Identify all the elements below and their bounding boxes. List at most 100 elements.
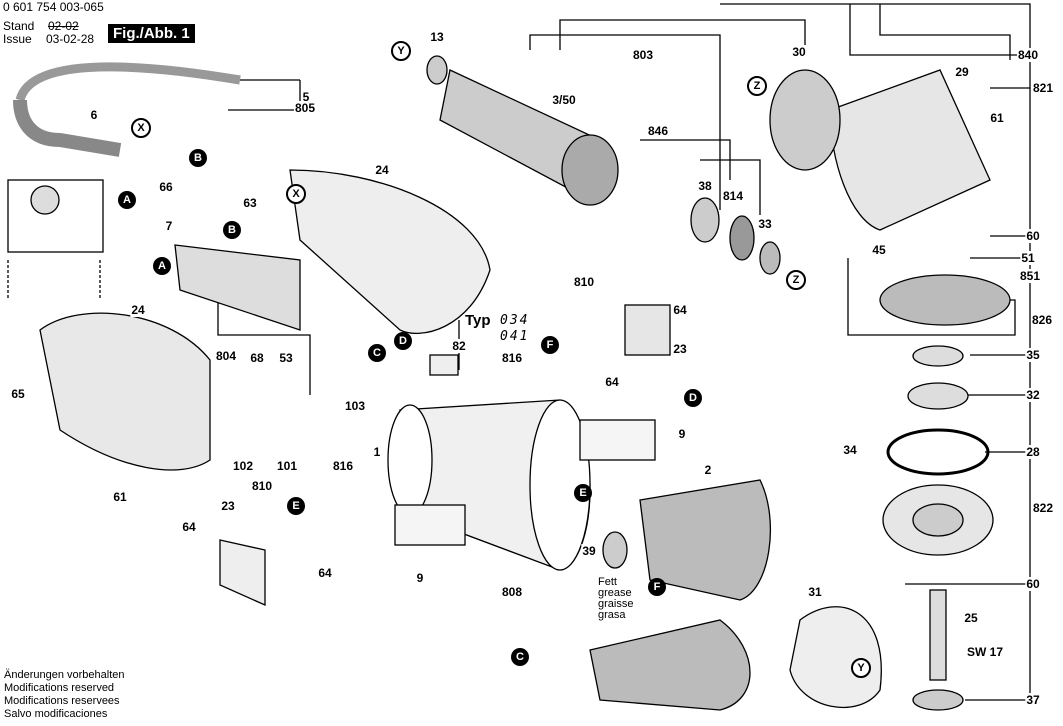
part-label: 814 — [721, 189, 745, 203]
issue-label: Issue — [3, 32, 32, 46]
type-values: 034 041 — [500, 313, 529, 345]
part-label: 28 — [1025, 445, 1041, 459]
connection-callout: B — [189, 149, 207, 167]
part-label: 39 — [581, 544, 597, 558]
figure-badge: Fig./Abb. 1 — [108, 24, 195, 43]
part-label: 61 — [989, 111, 1005, 125]
part-label: 31 — [807, 585, 823, 599]
connection-callout: Y — [391, 41, 411, 61]
connection-callout: F — [648, 578, 666, 596]
grease-line: graisse — [598, 598, 634, 610]
part-label: 1 — [372, 445, 382, 459]
part-label: 5 — [301, 90, 311, 104]
part-label: 805 — [293, 101, 317, 115]
part-label: 37 — [1025, 693, 1041, 707]
connection-callout: D — [684, 389, 702, 407]
connection-callout: Z — [786, 270, 806, 290]
part-label: 64 — [181, 520, 197, 534]
part-label: 102 — [231, 459, 255, 473]
footer-line: Änderungen vorbehalten — [4, 669, 125, 681]
part-label: 103 — [343, 399, 367, 413]
part-number: 0 601 754 003-065 — [3, 0, 104, 14]
part-label: 64 — [604, 375, 620, 389]
part-label: 23 — [672, 342, 688, 356]
part-label: 804 — [214, 349, 238, 363]
stand-label: Stand — [3, 19, 35, 33]
part-label: 808 — [500, 585, 524, 599]
part-label: 840 — [1016, 48, 1040, 62]
connection-callout: E — [574, 484, 592, 502]
type-value: 041 — [500, 329, 530, 344]
part-label: 30 — [791, 45, 807, 59]
part-label: 101 — [275, 459, 299, 473]
part-label: 63 — [242, 196, 258, 210]
part-label: 38 — [697, 179, 713, 193]
connection-callout: C — [368, 344, 386, 362]
part-label: 803 — [631, 48, 655, 62]
part-label: 82 — [451, 339, 467, 353]
connection-callout: X — [131, 118, 151, 138]
part-label: 34 — [842, 443, 858, 457]
connection-callout: F — [541, 336, 559, 354]
connection-callout: X — [286, 184, 306, 204]
part-label: 851 — [1018, 269, 1042, 283]
grease-line: Fett — [598, 576, 617, 588]
part-label: 66 — [158, 180, 174, 194]
connection-callout: B — [223, 221, 241, 239]
part-label: 33 — [757, 217, 773, 231]
part-label: 61 — [112, 490, 128, 504]
part-label: 64 — [672, 303, 688, 317]
part-label: 23 — [220, 499, 236, 513]
part-label: SW 17 — [965, 645, 1005, 659]
connection-callout: Y — [851, 658, 871, 678]
part-label: 2 — [703, 463, 713, 477]
part-label: 822 — [1031, 501, 1055, 515]
connection-callout: A — [153, 257, 171, 275]
stand-value: 02-02 — [48, 19, 79, 33]
footer-notice: Änderungen vorbehalten Modifications res… — [4, 669, 124, 721]
part-label: 68 — [249, 351, 265, 365]
part-label: 25 — [963, 611, 979, 625]
part-label: 32 — [1025, 388, 1041, 402]
part-label: 60 — [1025, 577, 1041, 591]
type-value: 034 — [500, 313, 530, 328]
part-label: 810 — [250, 479, 274, 493]
part-label: 29 — [954, 65, 970, 79]
part-label: 816 — [331, 459, 355, 473]
part-label: 51 — [1020, 251, 1036, 265]
part-label: 65 — [10, 387, 26, 401]
grease-line: grasa — [598, 609, 626, 621]
connection-callout: A — [118, 191, 136, 209]
part-label: 13 — [429, 30, 445, 44]
part-label: 846 — [646, 124, 670, 138]
footer-line: Salvo modificaciones — [4, 708, 108, 720]
part-label: 7 — [164, 219, 174, 233]
connection-callout: C — [511, 648, 529, 666]
footer-line: Modifications reservees — [4, 695, 120, 707]
type-label: Typ — [465, 312, 491, 329]
issue-value: 03-02-28 — [46, 32, 95, 46]
part-label: 6 — [89, 108, 99, 122]
part-label: 810 — [572, 275, 596, 289]
footer-line: Modifications reserved — [4, 682, 115, 694]
part-label: 816 — [500, 351, 524, 365]
connection-callout: E — [287, 497, 305, 515]
part-label: 24 — [374, 163, 390, 177]
part-label: 35 — [1025, 348, 1041, 362]
connection-callout: D — [394, 332, 412, 350]
part-label: 53 — [278, 351, 294, 365]
part-label: 821 — [1031, 81, 1055, 95]
part-label: 24 — [130, 303, 146, 317]
part-label: 64 — [317, 566, 333, 580]
connection-callout: Z — [747, 76, 767, 96]
part-label: 3/50 — [551, 93, 577, 107]
part-label: 9 — [677, 427, 687, 441]
part-label: 9 — [415, 571, 425, 585]
grease-note: Fett grease graisse grasa — [598, 577, 633, 621]
part-label: 60 — [1025, 229, 1041, 243]
grease-line: grease — [598, 587, 632, 599]
part-label: 45 — [871, 243, 887, 257]
part-label: 826 — [1030, 313, 1054, 327]
